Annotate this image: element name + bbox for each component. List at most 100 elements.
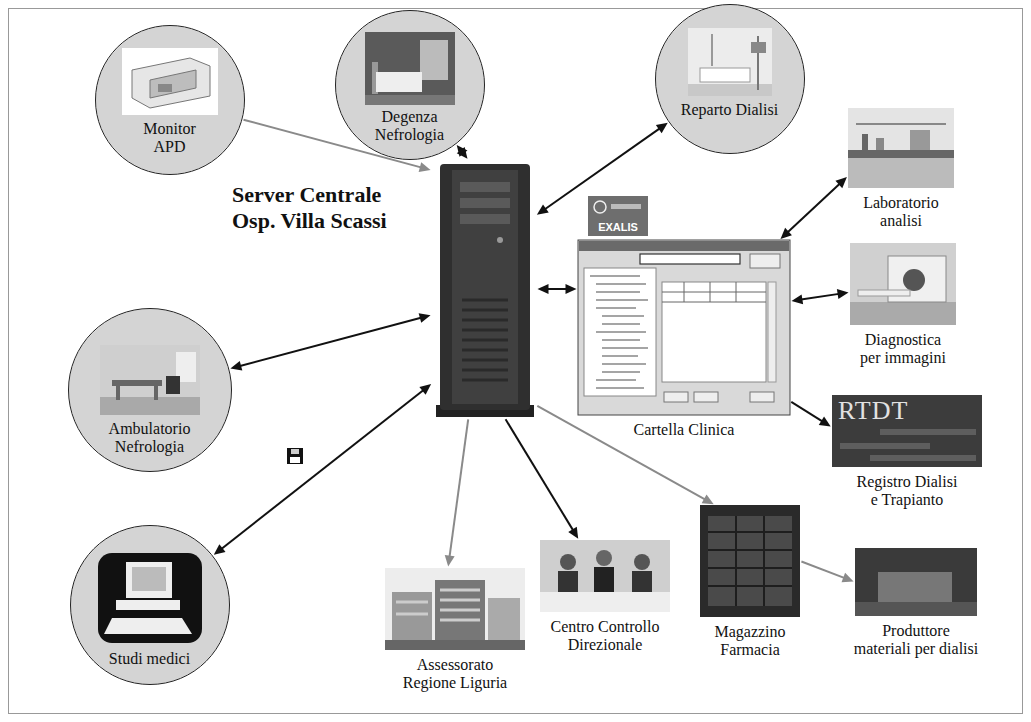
clinic-chair xyxy=(166,376,180,394)
registry-pattern xyxy=(840,432,976,458)
arrow-head xyxy=(780,228,791,239)
apd-panel xyxy=(150,70,196,98)
node-label: Assessorato Regione Liguria xyxy=(390,656,520,692)
record-tree xyxy=(584,268,656,396)
arrow-head xyxy=(566,284,577,294)
server-front xyxy=(452,170,518,404)
node-label: Reparto Dialisi xyxy=(670,101,790,119)
connector-line xyxy=(799,294,840,300)
node-label: Produttore materiali per dialisi xyxy=(853,622,979,658)
meeting-photo xyxy=(540,540,670,612)
server-bay xyxy=(460,214,510,224)
ward-photo xyxy=(365,32,455,105)
floppy-label xyxy=(290,457,300,463)
arrow-head xyxy=(842,573,854,582)
imaging-floor xyxy=(850,302,956,325)
imaging-bore xyxy=(903,269,925,291)
connector-arrow xyxy=(780,177,846,239)
circle-ground xyxy=(656,5,804,153)
arrow-head xyxy=(837,289,849,299)
pc-screen xyxy=(132,567,166,591)
unit-circle: Reparto Dialisi xyxy=(655,4,805,154)
meeting-person xyxy=(596,550,612,566)
connector-arrow xyxy=(506,419,579,538)
apd-photo xyxy=(122,48,218,115)
node-heading: Server Centrale Osp. Villa Scassi xyxy=(232,182,422,234)
factory-ground xyxy=(855,602,977,616)
meeting-person xyxy=(632,571,652,593)
server-tower xyxy=(440,164,530,410)
connector-arrow xyxy=(457,145,468,159)
meeting-person xyxy=(560,554,576,570)
pharmacy-shelves xyxy=(708,516,792,606)
record-tree-lines xyxy=(590,276,648,388)
arrow-head xyxy=(419,162,431,172)
dialysis-bed xyxy=(700,68,750,82)
server-button xyxy=(497,237,503,243)
government-building xyxy=(488,598,520,642)
arrow-head xyxy=(568,527,578,539)
floppy-shutter xyxy=(291,449,299,454)
connector-arrow xyxy=(537,406,713,504)
connector-line xyxy=(791,402,824,423)
pc-monitor xyxy=(126,562,172,598)
pc-icon xyxy=(98,553,202,643)
dialysis-pole xyxy=(711,34,713,66)
connector-line xyxy=(238,317,423,366)
service-picture: Magazzino Farmacia xyxy=(700,505,800,617)
pc-keyboard xyxy=(104,618,192,634)
arrow-head xyxy=(537,204,549,214)
record-button xyxy=(664,392,688,402)
arrow-head xyxy=(819,417,831,427)
record-button xyxy=(694,392,718,402)
node-label: Studi medici xyxy=(95,650,205,668)
arrow-head xyxy=(230,361,242,371)
government-windows xyxy=(396,590,480,620)
record-scrollbar xyxy=(768,282,776,382)
clinic-floor xyxy=(100,397,200,415)
service-picture: Laboratorio analisi xyxy=(848,108,954,188)
government-photo xyxy=(385,568,525,650)
node-label: Centro Controllo Direzionale xyxy=(543,618,668,654)
lab-photo xyxy=(848,108,954,188)
unit-circle: Ambulatorio Nefrologia xyxy=(68,308,232,472)
record-screen: Cartella Clinica xyxy=(578,240,790,415)
software-logo-mark xyxy=(594,201,606,213)
arrow-head xyxy=(214,544,226,555)
dialysis-photo xyxy=(688,28,772,96)
server-node: Server Centrale Osp. Villa Scassi xyxy=(432,160,536,418)
server-bay xyxy=(460,198,510,208)
connector-line xyxy=(220,389,425,550)
software-logo xyxy=(588,196,648,236)
lab-device xyxy=(910,130,930,150)
node-label: Monitor APD xyxy=(130,120,210,156)
arrow-head xyxy=(457,145,468,157)
server-vents xyxy=(462,300,508,380)
clinic-desk-leg xyxy=(116,386,120,400)
lab-shelf xyxy=(856,123,946,125)
record-field xyxy=(640,254,740,264)
circle-ground xyxy=(96,26,244,174)
arrow-head xyxy=(419,384,431,395)
meeting-table xyxy=(540,592,670,612)
imaging-table xyxy=(858,290,910,296)
circle-ground xyxy=(336,11,484,159)
connector-line xyxy=(786,182,841,233)
server-bay xyxy=(460,182,510,192)
connector-line xyxy=(506,419,574,532)
connector-arrow xyxy=(214,384,431,555)
pharmacy-shelf-lines xyxy=(708,516,792,606)
ward-floor xyxy=(365,95,455,105)
arrow-head xyxy=(419,313,431,323)
service-picture: Centro Controllo Direzionale xyxy=(540,540,670,612)
pc-case xyxy=(116,600,180,610)
unit-circle: Degenza Nefrologia xyxy=(335,10,485,160)
unit-circle: Studi medici xyxy=(70,525,230,685)
factory-building xyxy=(878,572,952,602)
clinic-desk xyxy=(112,380,162,386)
lab-bench xyxy=(848,150,954,158)
connector-line xyxy=(449,419,468,558)
connector-line xyxy=(537,406,706,501)
lab-bottle xyxy=(876,138,884,150)
